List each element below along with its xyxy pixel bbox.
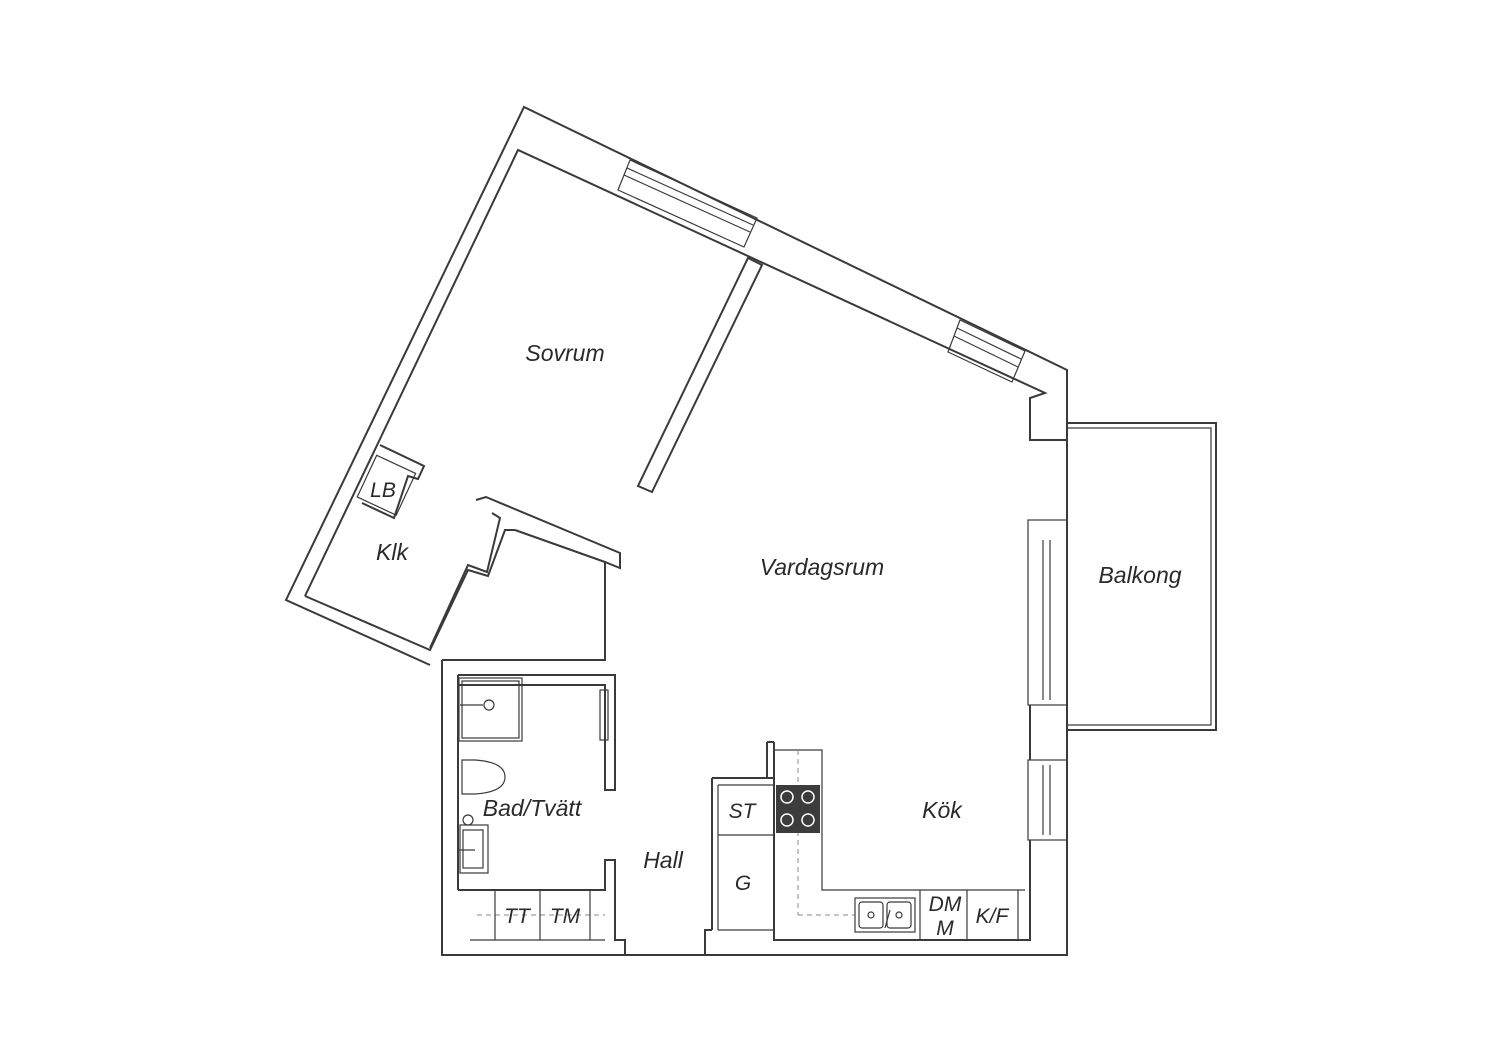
bathroom-sink bbox=[458, 814, 489, 874]
walls-klk bbox=[304, 444, 621, 661]
window-kok bbox=[1027, 759, 1068, 841]
window-vardagsrum bbox=[947, 319, 1026, 383]
closets-hall bbox=[704, 741, 1025, 955]
label-kok: Kök bbox=[922, 797, 963, 823]
label-kf: K/F bbox=[976, 905, 1010, 928]
label-hall: Hall bbox=[643, 847, 684, 873]
label-g: G bbox=[735, 872, 751, 895]
walls-bathroom bbox=[457, 674, 626, 955]
kitchen-sink bbox=[854, 897, 916, 933]
label-st: ST bbox=[729, 800, 758, 823]
label-tt: TT bbox=[504, 905, 532, 928]
label-klk: Klk bbox=[376, 539, 409, 565]
label-bad-tvatt: Bad/Tvätt bbox=[483, 795, 583, 821]
label-tm: TM bbox=[550, 905, 581, 928]
outer-walls bbox=[284, 105, 1068, 956]
window-sovrum bbox=[617, 159, 758, 248]
window-balcony-door bbox=[1027, 519, 1068, 706]
label-dm-line2: M bbox=[936, 917, 954, 940]
wall-sovrum-vardagsrum bbox=[636, 256, 764, 494]
shower bbox=[458, 677, 523, 742]
stove bbox=[776, 785, 820, 833]
label-vardagsrum: Vardagsrum bbox=[760, 554, 884, 580]
label-balkong: Balkong bbox=[1098, 562, 1181, 588]
toilet bbox=[461, 759, 506, 795]
balcony bbox=[1067, 422, 1217, 731]
label-sovrum: Sovrum bbox=[525, 340, 604, 366]
label-lb: LB bbox=[370, 479, 396, 502]
label-dm-line1: DM bbox=[929, 893, 962, 916]
